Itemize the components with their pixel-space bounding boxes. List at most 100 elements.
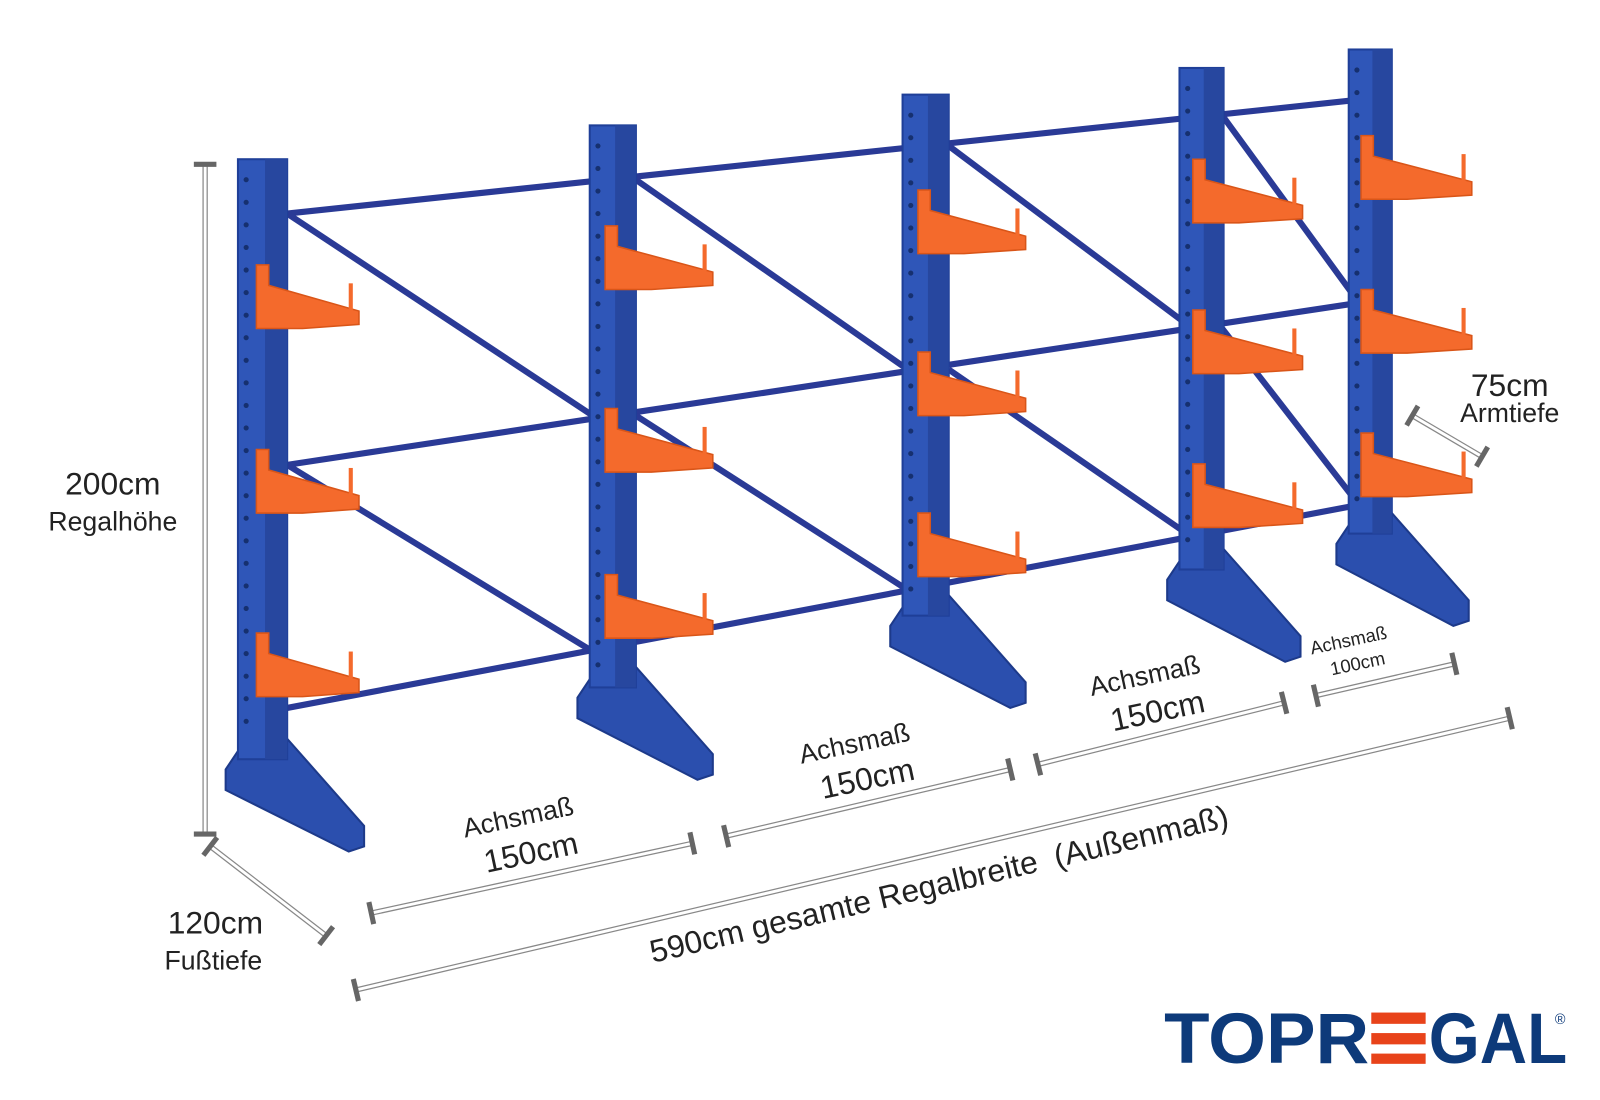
column-hole <box>908 563 914 569</box>
column-hole <box>1354 270 1360 276</box>
dimension-line <box>371 844 693 916</box>
column-hole <box>908 518 914 524</box>
column-hole <box>243 493 249 499</box>
column-hole <box>1185 424 1191 430</box>
column-hole <box>1354 202 1360 208</box>
dimension-end-cap <box>721 824 732 848</box>
column-hole <box>243 628 249 634</box>
column-hole <box>243 470 249 476</box>
column-hole <box>1354 428 1360 434</box>
column-hole <box>243 538 249 544</box>
arm-value: 75cm <box>1471 367 1549 403</box>
column-hole <box>1185 401 1191 407</box>
column-hole <box>1185 176 1191 182</box>
column-hole <box>243 425 249 431</box>
column-hole <box>1185 243 1191 249</box>
logo-text-right: GAL <box>1429 999 1567 1079</box>
height-name: Regalhöhe <box>48 507 177 537</box>
column-hole <box>1185 492 1191 498</box>
column-hole <box>908 293 914 299</box>
brace-bar <box>634 177 910 373</box>
column-hole <box>908 541 914 547</box>
column-hole <box>1354 135 1360 141</box>
column-hole <box>908 586 914 592</box>
column-hole <box>243 335 249 341</box>
column-hole <box>595 188 601 194</box>
cantilever-arm <box>917 351 1027 417</box>
dimension-line <box>370 840 693 912</box>
column-hole <box>243 696 249 702</box>
dimension-line <box>725 766 1010 835</box>
cantilever-arm <box>1192 463 1304 529</box>
column-hole <box>243 312 249 318</box>
column-hole <box>1185 537 1191 543</box>
dimension-line <box>355 715 1510 989</box>
cantilever-arm <box>917 189 1027 255</box>
cantilever-arm <box>604 225 714 291</box>
column-hole <box>243 673 249 679</box>
column-hole <box>908 135 914 141</box>
column-hole <box>1354 383 1360 389</box>
column-hole <box>1354 90 1360 96</box>
column-hole <box>1354 157 1360 163</box>
total-width-label: 590cm gesamte Regalbreite (Außenmaß) <box>646 798 1232 970</box>
column-hole <box>1185 153 1191 159</box>
column-hole <box>1354 315 1360 321</box>
column-hole <box>1185 131 1191 137</box>
height-dimension <box>193 161 217 837</box>
column-hole <box>243 718 249 724</box>
column-hole <box>1185 108 1191 114</box>
column-hole <box>595 662 601 668</box>
column-hole <box>1354 225 1360 231</box>
axis3-dimension <box>1032 691 1290 776</box>
column-hole <box>1185 356 1191 362</box>
column-hole <box>243 402 249 408</box>
dimension-end-cap <box>1032 752 1044 776</box>
dimension-end-cap <box>1404 404 1421 427</box>
column-hole <box>1185 311 1191 317</box>
column-hole <box>595 504 601 510</box>
column-hole <box>243 290 249 296</box>
arm-depth-dimension <box>1404 404 1490 468</box>
column-hole <box>908 496 914 502</box>
column-hole <box>908 247 914 254</box>
cantilever-arm <box>1360 288 1473 354</box>
dimension-line <box>1316 665 1455 699</box>
column-hole <box>243 380 249 386</box>
column-hole <box>1185 334 1191 340</box>
column-hole <box>908 473 914 479</box>
brace-bar <box>634 413 910 593</box>
column-hole <box>595 639 601 645</box>
column-hole <box>1185 198 1191 204</box>
column-hole <box>595 301 601 307</box>
dimension-end-cap <box>1449 652 1460 676</box>
cantilever-arm <box>1192 309 1304 375</box>
column-hole <box>1354 451 1360 457</box>
dimension-end-cap <box>687 831 698 855</box>
column-hole <box>1354 405 1360 412</box>
column-hole <box>595 143 601 149</box>
topregal-logo: TOPR GAL ® <box>1164 999 1567 1079</box>
cantilever-arm <box>604 407 714 473</box>
column-hole <box>595 165 601 172</box>
cantilever-arm <box>255 632 360 698</box>
column-hole <box>908 315 914 321</box>
dimension-line <box>208 847 326 938</box>
dimension-end-cap <box>366 901 377 925</box>
cantilever-arm <box>1360 134 1473 200</box>
brace-bar <box>285 211 595 419</box>
axis1-dimension <box>366 831 698 925</box>
logo-text-left: TOPR <box>1164 999 1369 1079</box>
column-hole <box>908 383 914 389</box>
dimension-end-cap <box>201 835 220 857</box>
dimension-end-cap <box>1310 684 1321 708</box>
dimension-line <box>726 770 1011 839</box>
column-hole <box>595 391 601 397</box>
column-hole <box>243 267 249 273</box>
dimension-lines <box>193 161 1515 1002</box>
column-hole <box>908 202 914 208</box>
dimension-end-cap <box>1474 445 1490 468</box>
cantilever-arm <box>1360 432 1473 498</box>
column-hole <box>1354 496 1360 502</box>
